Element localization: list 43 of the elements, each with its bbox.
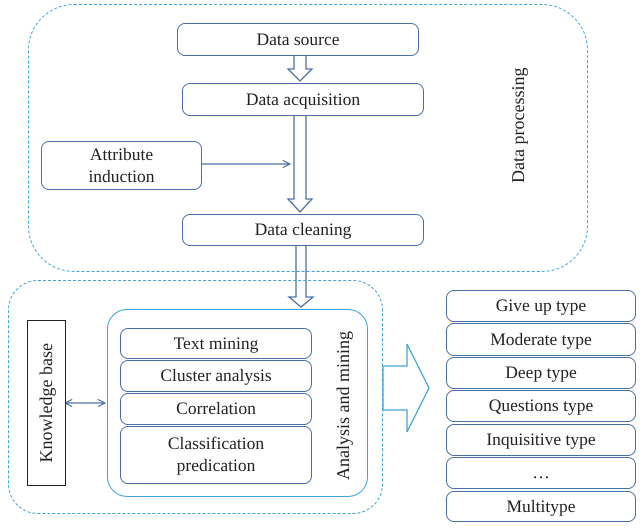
process-box	[182, 83, 424, 116]
type-box	[446, 290, 636, 322]
node-label: Give up type	[494, 295, 588, 317]
node-label: Deep type	[504, 362, 578, 384]
node-label: Text mining	[172, 332, 260, 354]
node-label: Moderate type	[489, 328, 593, 350]
arrow	[201, 160, 291, 168]
group-label: Data processing	[507, 66, 529, 185]
node-label: Questions type	[488, 395, 594, 417]
type-box	[446, 390, 636, 422]
node-label: Data acquisition	[244, 88, 362, 110]
process-box	[182, 214, 424, 246]
type-box	[446, 491, 636, 522]
node-label: …	[531, 462, 551, 484]
node-label: Cluster analysis	[159, 365, 273, 387]
dashed-group	[8, 280, 383, 514]
type-box	[446, 424, 636, 456]
method-box	[120, 393, 312, 425]
process-box	[41, 141, 202, 190]
block-arrow	[286, 54, 314, 82]
dashed-group	[28, 4, 588, 272]
process-box	[177, 23, 419, 56]
node-label: Data source	[255, 28, 341, 50]
panel-box	[107, 309, 368, 497]
type-box	[446, 323, 636, 356]
method-box	[120, 360, 312, 392]
type-box	[446, 457, 636, 489]
block-arrow	[287, 244, 315, 308]
block-arrow	[286, 114, 314, 213]
node-label: Inquisitive type	[485, 429, 597, 451]
node-label: Multitype	[505, 496, 577, 518]
node-label: Correlation	[175, 398, 257, 420]
arrow	[64, 398, 106, 408]
node-label: Data cleaning	[254, 219, 352, 241]
block-arrow	[382, 343, 430, 433]
node-label: Attribute induction	[87, 144, 156, 188]
node-label: Knowledge base	[35, 343, 58, 463]
method-box	[120, 426, 312, 484]
node-label: Classification predication	[166, 433, 266, 477]
type-box	[446, 357, 636, 389]
group-label: Analysis and mining	[332, 330, 354, 482]
method-box	[120, 328, 312, 359]
knowledge-base-box	[27, 320, 66, 486]
